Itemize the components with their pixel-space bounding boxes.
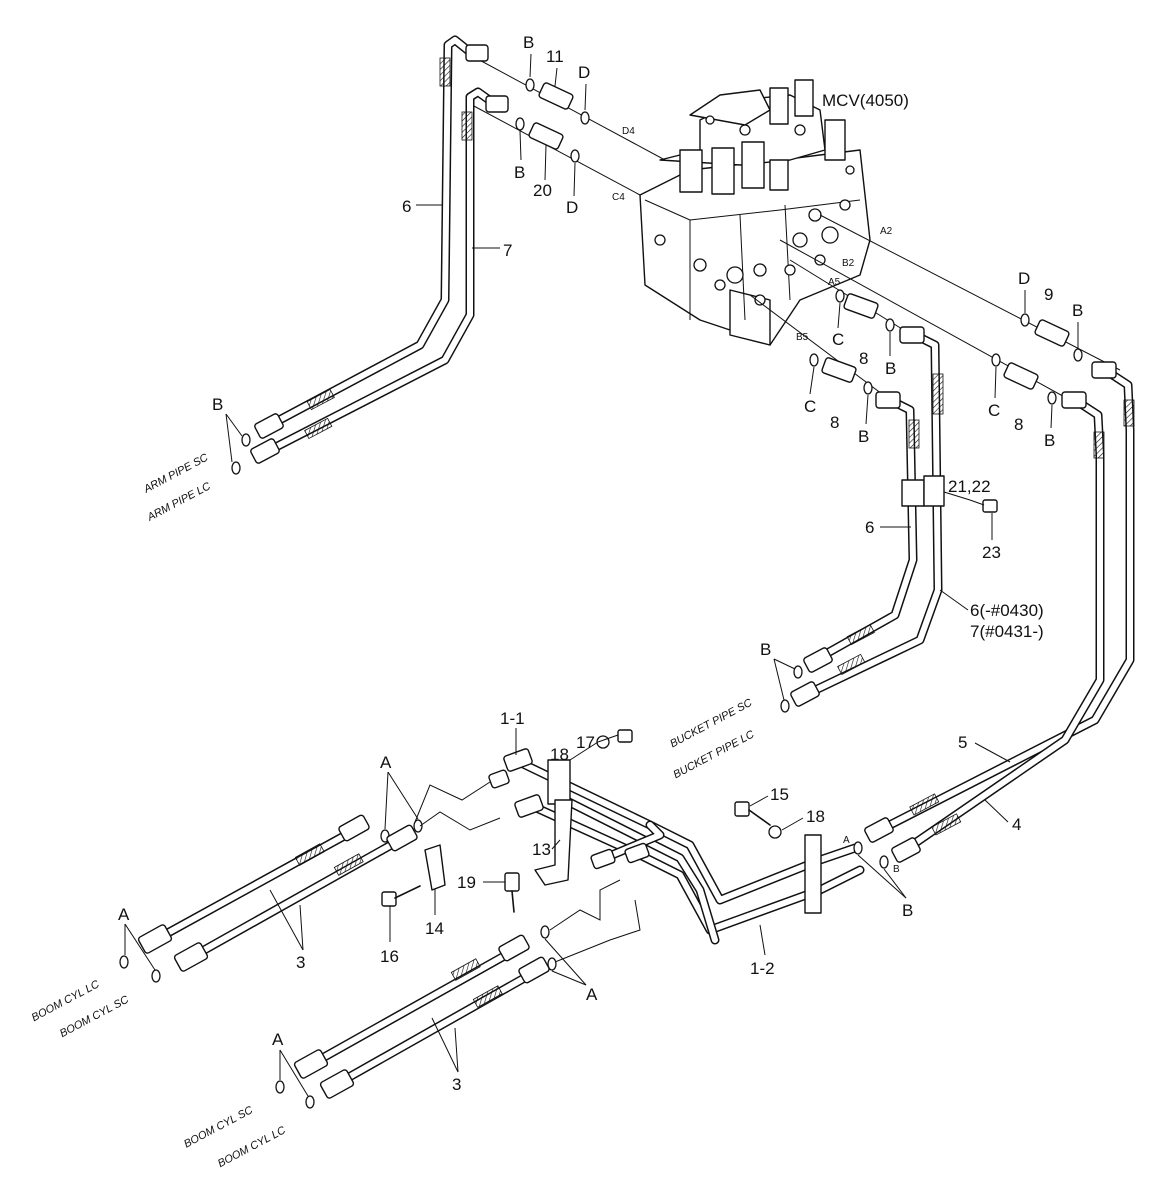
b-label-6: B <box>760 640 771 659</box>
part-6-arm-label: 6 <box>402 197 411 216</box>
fitting-icon <box>137 814 418 972</box>
fitting-icon <box>864 319 1117 863</box>
bracket-icon <box>901 475 971 507</box>
part-8c-label: 8 <box>1014 415 1023 434</box>
boom-hose-upper-1 <box>150 825 360 945</box>
o-ring-icon <box>119 955 161 983</box>
part-3b-label: 3 <box>452 1075 461 1094</box>
part-18b-label: 18 <box>806 807 825 826</box>
b-label-2: B <box>514 163 525 182</box>
part-13-label: 13 <box>532 840 551 859</box>
port-a5-label: A5 <box>828 277 841 288</box>
fitting-icon <box>293 934 550 1099</box>
boom-hose-upper-2 <box>185 835 405 963</box>
part-4-label: 4 <box>1012 815 1021 834</box>
port-b2-label: B2 <box>842 258 855 269</box>
bolt-icon <box>969 499 998 513</box>
part-23-label: 23 <box>982 543 1001 562</box>
valve-block-icon <box>639 79 871 346</box>
hose-4 <box>900 395 1105 855</box>
b-label-7: B <box>1072 301 1083 320</box>
small-a-label: A <box>843 835 850 846</box>
port-c4-label: C4 <box>612 192 625 203</box>
part-16-label: 16 <box>380 947 399 966</box>
b-label-8: B <box>1044 431 1055 450</box>
mcv-label: MCV(4050) <box>822 91 909 110</box>
part-9-label: 9 <box>1044 285 1053 304</box>
o-ring-icon <box>380 819 889 971</box>
o-ring-icon <box>515 78 590 163</box>
fitting-icon <box>790 293 925 707</box>
b-label-3: B <box>212 395 223 414</box>
small-b-label: B <box>893 864 900 875</box>
a-label-3: A <box>586 985 598 1004</box>
c-label-1: C <box>832 330 844 349</box>
b-label-9: B <box>902 901 913 920</box>
a-label-4: A <box>272 1030 284 1049</box>
part-5-label: 5 <box>958 733 967 752</box>
part-14-label: 14 <box>425 919 444 938</box>
part-19-label: 19 <box>457 873 476 892</box>
boom-cyl-lc-2-label: BOOM CYL LC <box>216 1124 288 1170</box>
part-11-label: 11 <box>546 47 564 66</box>
part-20-label: 20 <box>533 181 552 200</box>
o-ring-icon <box>991 313 1083 405</box>
part-6-bucket-label: 6 <box>865 518 874 537</box>
port-a2-label: A2 <box>880 226 893 237</box>
part-7-arm-label: 7 <box>503 241 512 260</box>
bracket-icon <box>424 759 822 914</box>
pipe-icon <box>488 748 865 945</box>
part-17-label: 17 <box>576 733 595 752</box>
part-1-1-label: 1-1 <box>500 709 525 728</box>
d-label-2: D <box>566 198 578 217</box>
c-label-3: C <box>988 401 1000 420</box>
c-label-2: C <box>804 397 816 416</box>
a-label-1: A <box>380 753 392 772</box>
boom-hose-lower-2 <box>330 967 540 1090</box>
d-label-1: D <box>578 63 590 82</box>
part-6-range-label: 6(-#0430) <box>970 601 1044 620</box>
fitting-icon <box>528 82 574 150</box>
fitting-icon <box>250 44 509 464</box>
b-label-5: B <box>858 427 869 446</box>
a-label-2: A <box>118 905 130 924</box>
part-3a-label: 3 <box>296 953 305 972</box>
part-21-22-label: 21,22 <box>948 477 991 496</box>
d-label-3: D <box>1018 269 1030 288</box>
arm-hose-7 <box>265 87 497 455</box>
bolt-icon <box>381 729 782 913</box>
o-ring-icon <box>275 1080 315 1109</box>
part-8a-label: 8 <box>859 349 868 368</box>
bucket-hose-7 <box>800 330 944 700</box>
port-d4-label: D4 <box>622 126 635 137</box>
part-15-label: 15 <box>770 785 789 804</box>
o-ring-icon <box>231 433 251 475</box>
b-label-4: B <box>885 359 896 378</box>
part-8b-label: 8 <box>830 413 839 432</box>
part-18a-label: 18 <box>550 745 569 764</box>
boom-hose-lower-1 <box>305 945 520 1070</box>
part-7-range-label: 7(#0431-) <box>970 622 1044 641</box>
part-1-2-label: 1-2 <box>750 959 775 978</box>
arm-hose-6 <box>265 35 475 430</box>
o-ring-icon <box>780 289 895 713</box>
port-b5-label: B5 <box>796 332 809 343</box>
bucket-hose-6 <box>810 395 920 665</box>
hose-5 <box>875 365 1135 835</box>
b-label-1: B <box>523 33 534 52</box>
